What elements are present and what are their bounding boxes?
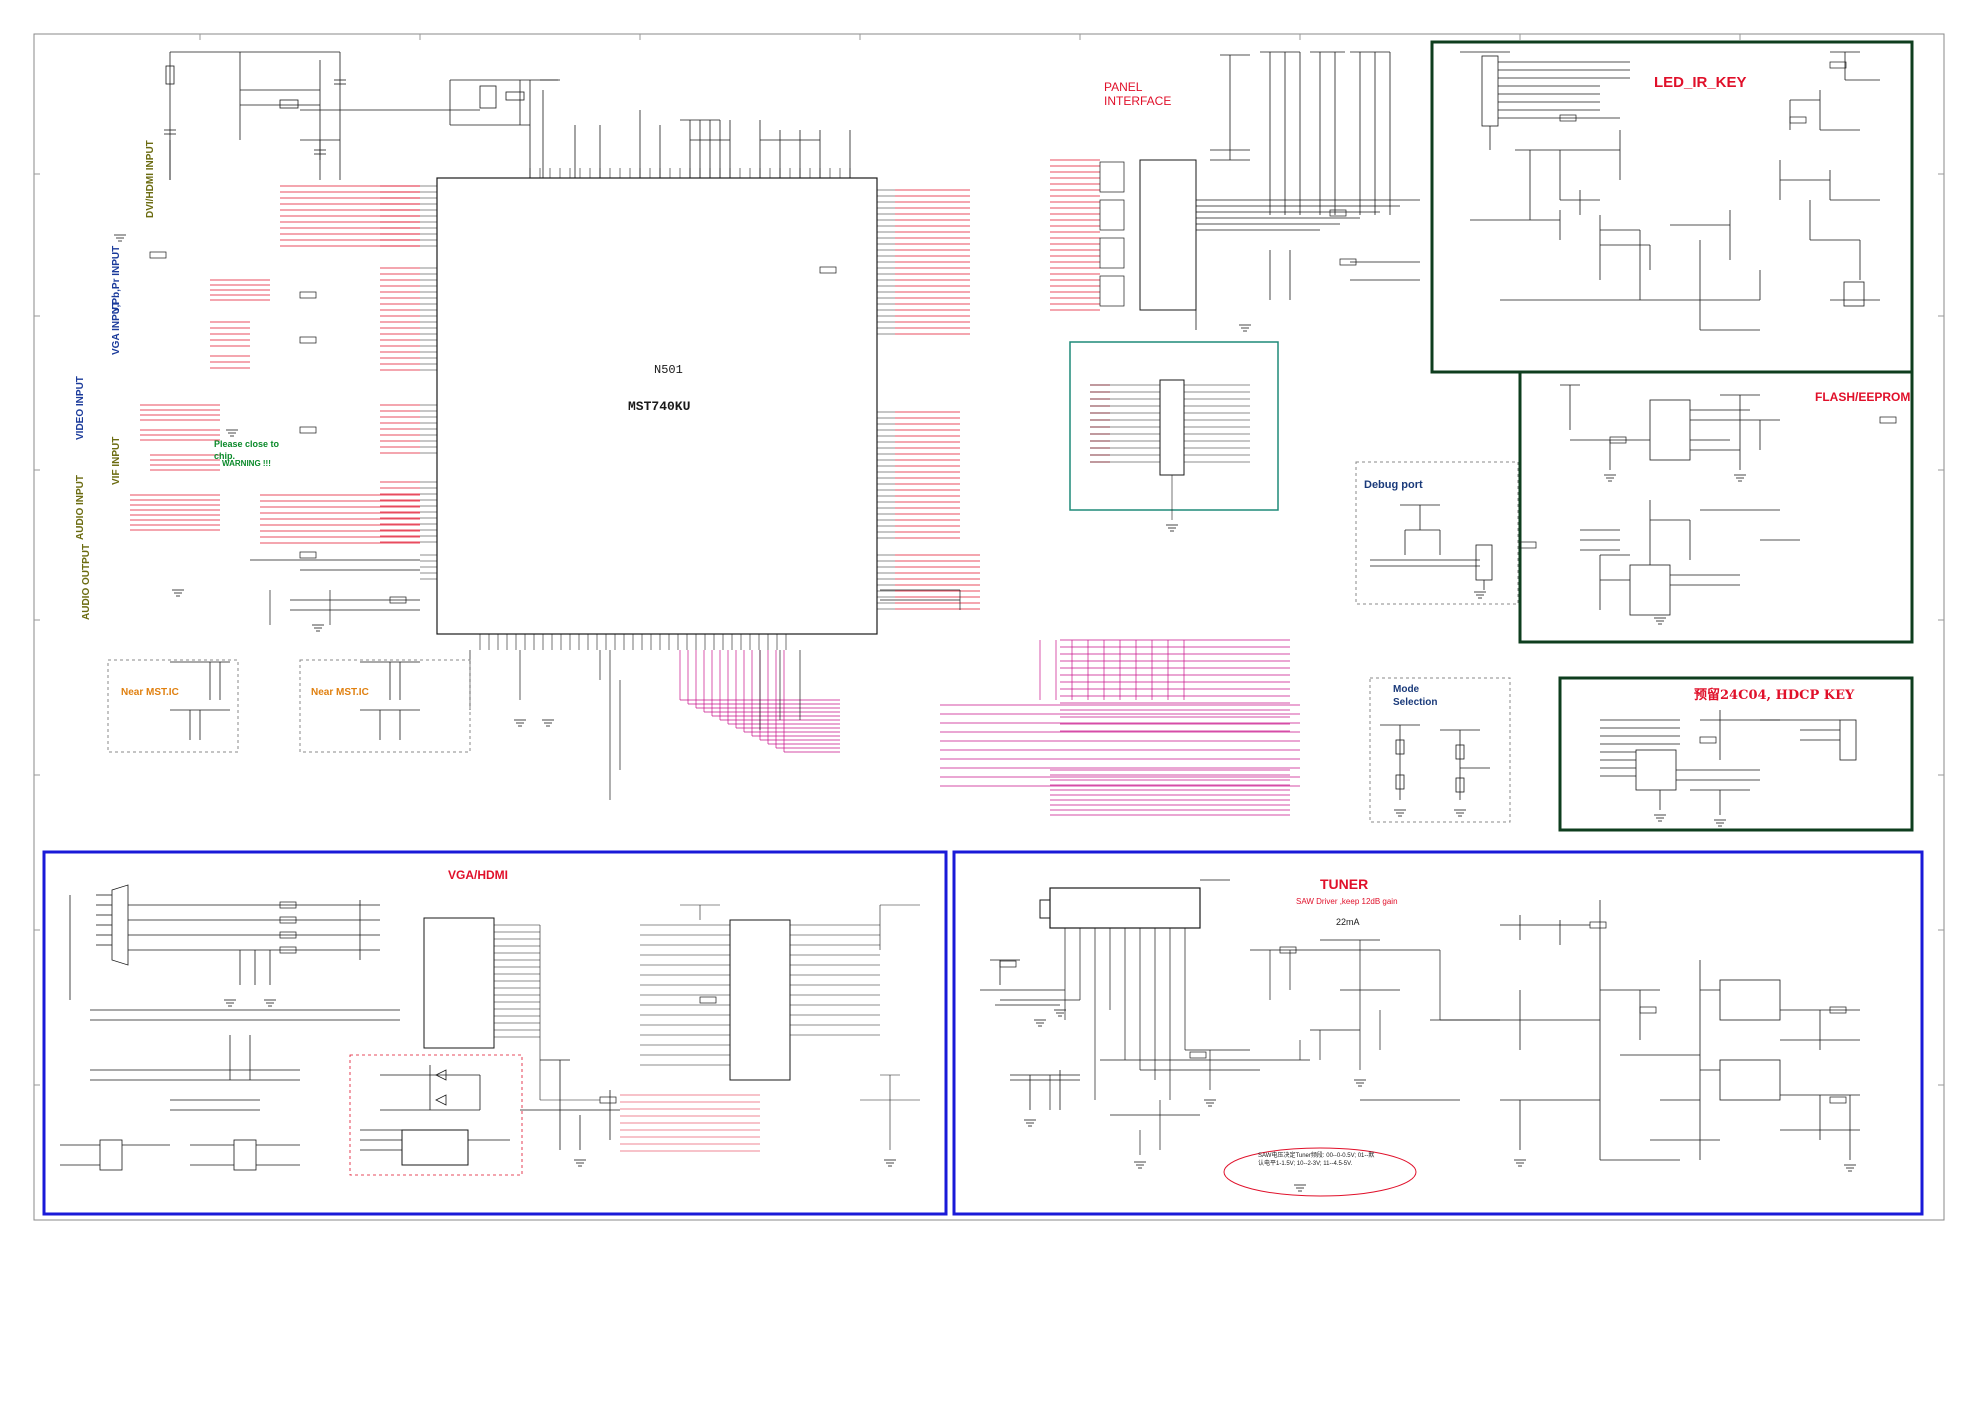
led-ir-key-frame: [1430, 40, 1914, 374]
tuner-module-pins: [980, 879, 1500, 1155]
esd-chip-body: [401, 1129, 469, 1166]
reset-circuit: [164, 51, 480, 180]
audio-output-label: AUDIO OUTPUT: [81, 543, 92, 620]
debug-port-title: Debug port: [1364, 479, 1423, 491]
sheet-border: [33, 33, 1945, 1221]
saw-voltage-note: SAW电压决定Tuner频段: 00--0-0.5V; 01--默认电平1-1.…: [1258, 1153, 1375, 1167]
current-note: 22mA: [1336, 917, 1360, 927]
hdmi-rx-net-block: [620, 1094, 760, 1152]
tuner-module-body: [1049, 887, 1201, 929]
tuner-power-circuit: [990, 959, 1080, 1110]
flash-eeprom-frame: [1518, 370, 1914, 644]
near-mst-note-1: Near MST.IC: [121, 687, 179, 698]
hdmi-esd-circuit: [360, 1059, 620, 1151]
near-mst-circuits: [170, 661, 420, 740]
mst740-chip-body: [436, 177, 878, 635]
vga-hdmi-frame: [42, 850, 948, 1216]
video-input-label: VIDEO INPUT: [75, 376, 86, 440]
mode-selection-frame: [1369, 677, 1511, 823]
vga-connector: [60, 884, 400, 1171]
flash-eeprom-title: FLASH/EEPROM: [1815, 390, 1911, 404]
near-mst-frame-1: [107, 659, 239, 753]
chip-right-pins: [877, 189, 895, 610]
chip-bottom-pins: [479, 634, 787, 650]
bottom-nets: [679, 639, 1300, 816]
lvds-connector-body: [1159, 379, 1185, 476]
near-mst-frame-2: [299, 659, 471, 753]
please-close-note: Please close to chip.: [214, 439, 280, 461]
debug-port-frame: [1355, 461, 1519, 605]
saw-note-ellipse: [1223, 1147, 1417, 1197]
chip-ref: N501: [654, 363, 683, 377]
lvds-connector-wires: [1090, 384, 1250, 520]
chip-left-pins: [420, 185, 437, 580]
mode-selection-circuit: [1380, 724, 1490, 800]
tuner-frame: [952, 850, 1924, 1216]
crystal-circuit: [449, 79, 560, 178]
saw-driver-circuit: [1440, 900, 1860, 1161]
chip-part-number: MST740KU: [628, 399, 691, 414]
debug-port-circuit: [1370, 504, 1493, 590]
right-output-nets: [895, 159, 1110, 610]
led-ir-key-circuit: [1460, 51, 1880, 331]
panel-interface-title: PANEL INTERFACE: [1104, 80, 1172, 109]
hdmi-esd-frame: [349, 1054, 523, 1176]
flash-eeprom-circuit: [1560, 384, 1800, 616]
hdmi-connector-pins: [494, 924, 600, 1101]
hdmi-switch-pins: [640, 904, 920, 1150]
lvds-connector-frame: [1069, 341, 1279, 511]
top-power-rails: [574, 110, 851, 178]
tuner-subtitle: SAW Driver ,keep 12dB gain: [1296, 897, 1398, 906]
near-mst-note-2: Near MST.IC: [311, 687, 369, 698]
led-ir-key-title: LED_IR_KEY: [1654, 74, 1747, 91]
warning-note: WARNING !!!: [222, 459, 271, 468]
tuner-module-tab: [1039, 899, 1051, 919]
tuner-title: TUNER: [1320, 876, 1369, 892]
ground-symbols: [114, 234, 1856, 1192]
vga-hdmi-title: VGA/HDMI: [448, 868, 508, 882]
panel-connector-body: [1139, 159, 1197, 311]
vga-input-label: VGA INPUT: [111, 300, 122, 355]
left-input-nets: [130, 185, 420, 544]
hdcp-key-frame: [1558, 676, 1914, 832]
mode-selection-title: Mode Selection: [1393, 684, 1438, 708]
panel-top-power: [1195, 51, 1420, 330]
misc-black-wires: [250, 559, 961, 800]
vif-input-label: VIF INPUT: [111, 436, 122, 485]
audio-input-label: AUDIO INPUT: [75, 475, 86, 540]
hdcp-key-circuit: [1600, 710, 1857, 815]
hdmi-switch-body: [729, 919, 791, 1081]
hdmi-connector-body: [423, 917, 495, 1049]
hdcp-key-title: 预留24C04, HDCP KEY: [1694, 688, 1855, 703]
dvi-hdmi-input-label: DVI/HDMI INPUT: [145, 140, 156, 218]
panel-resistor-arrays: [1099, 161, 1125, 307]
passive-components: [149, 61, 1897, 1104]
